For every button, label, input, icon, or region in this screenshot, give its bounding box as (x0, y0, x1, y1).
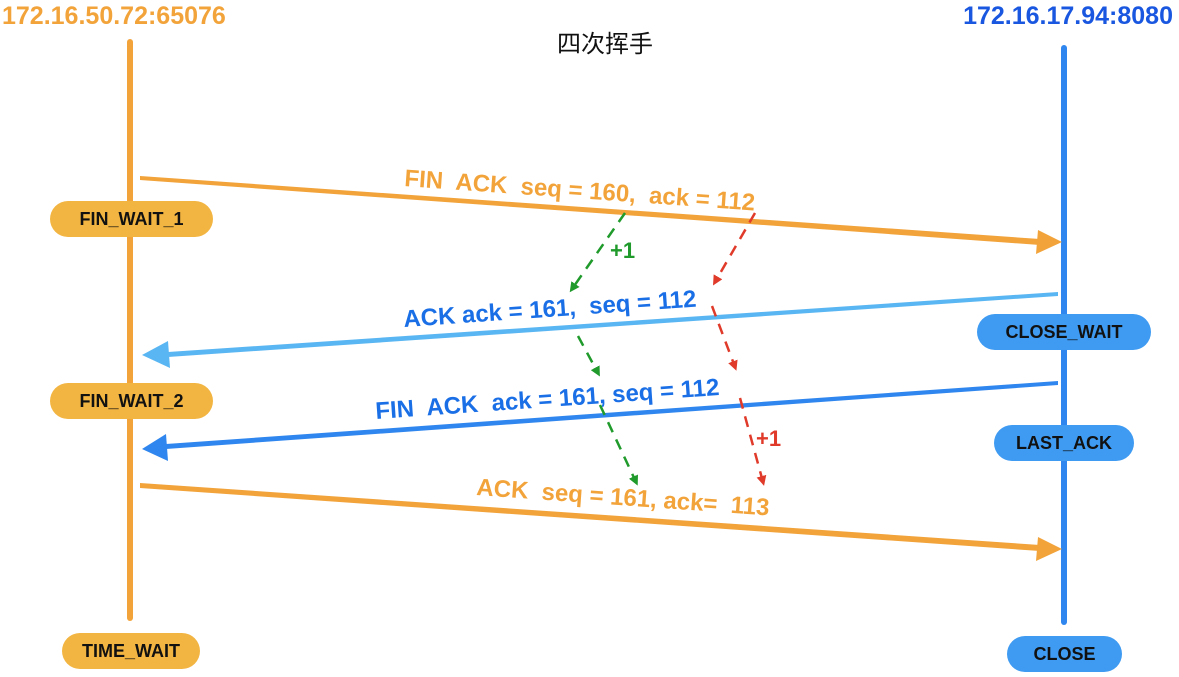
red-ack-arrow-2 (710, 305, 738, 371)
fin-ack-arrowhead-2 (142, 434, 168, 461)
fin-ack-arrow-2 (166, 381, 1058, 449)
diagram-title: 四次挥手 (557, 30, 653, 58)
state-close-wait: CLOSE_WAIT (977, 314, 1151, 350)
message-label-2: ACK ack = 161, seq = 112 (403, 286, 698, 333)
green-seq-arrow-3 (598, 404, 638, 486)
ack-arrowhead-2 (1036, 537, 1062, 561)
client-address: 172.16.50.72:65076 (2, 2, 226, 30)
red-increment-label: +1 (756, 426, 781, 451)
state-last-ack: LAST_ACK (994, 425, 1134, 461)
green-seq-arrow-2 (576, 335, 600, 377)
state-fin-wait-2: FIN_WAIT_2 (50, 383, 213, 419)
state-fin-wait-1: FIN_WAIT_1 (50, 201, 213, 237)
red-ack-arrow-1 (712, 212, 757, 286)
green-seq-arrow-1 (569, 212, 627, 293)
server-address: 172.16.17.94:8080 (963, 2, 1173, 30)
ack-arrow-1 (168, 292, 1058, 357)
ack-arrowhead-1 (142, 341, 170, 368)
fin-ack-arrowhead-1 (1036, 230, 1062, 254)
red-ack-arrow-3 (738, 397, 767, 486)
state-time-wait: TIME_WAIT (62, 633, 200, 669)
fin-ack-arrow-1 (140, 176, 1040, 245)
state-close: CLOSE (1007, 636, 1122, 672)
green-increment-label: +1 (610, 238, 635, 263)
ack-arrow-2 (140, 483, 1040, 551)
